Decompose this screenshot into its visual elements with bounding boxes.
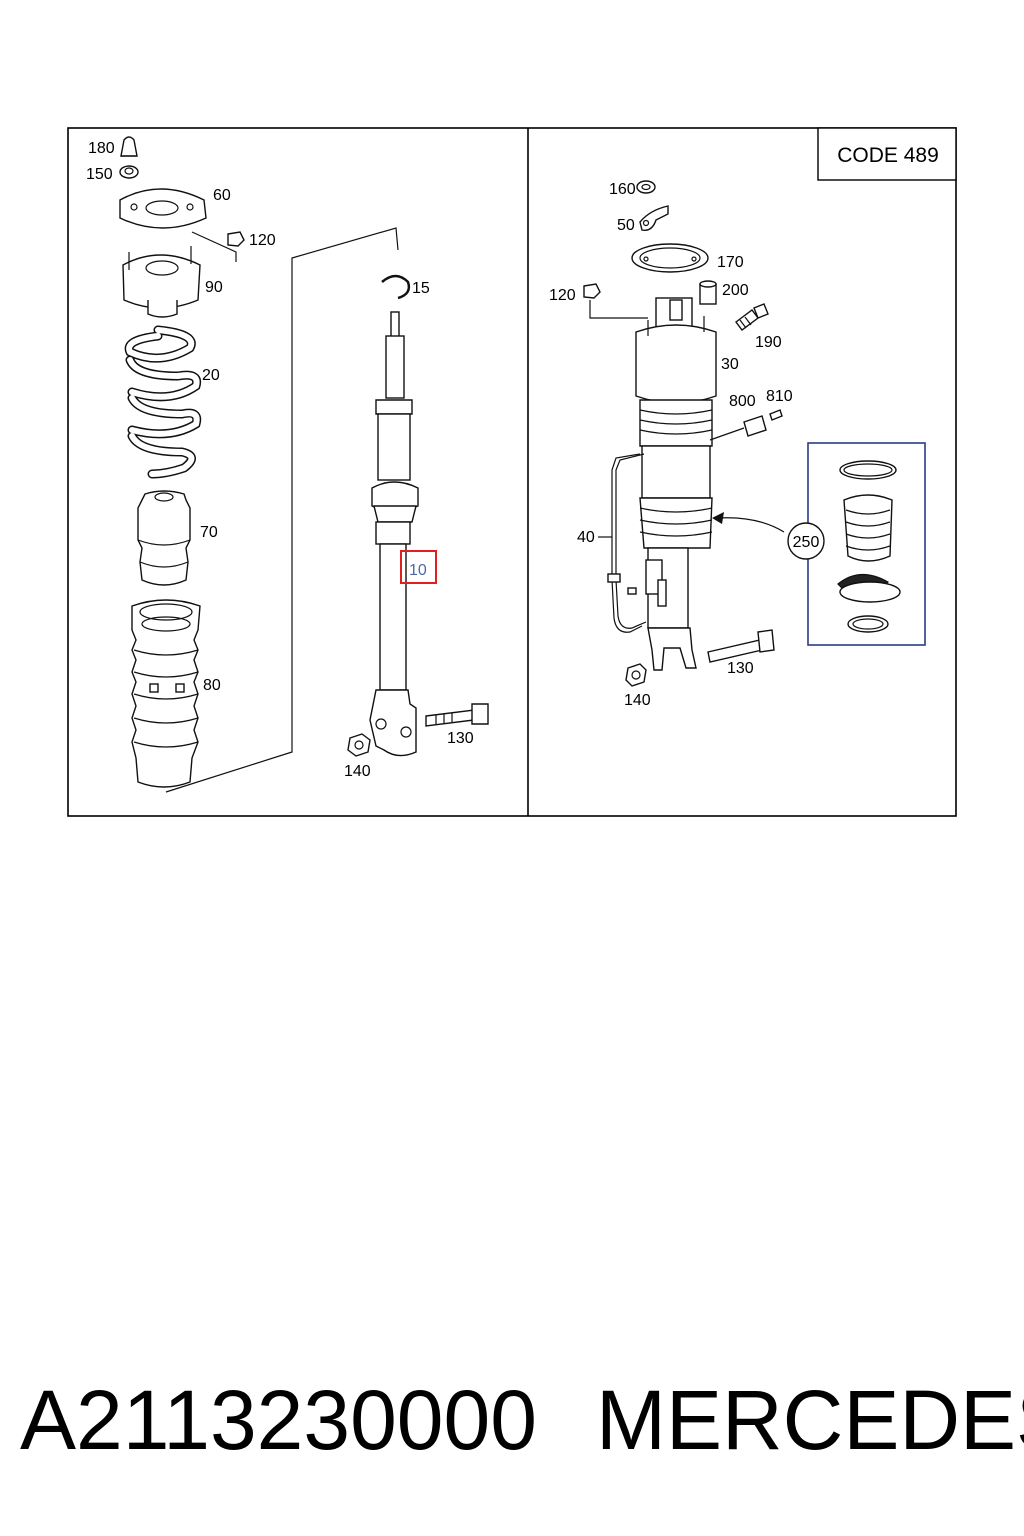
label-60: 60 [213, 187, 231, 204]
part-30-air-strut [635, 297, 717, 671]
label-170: 170 [717, 254, 744, 271]
part-50-bracket [639, 205, 669, 231]
callout-250 [787, 522, 825, 560]
part-190-valve [735, 303, 769, 331]
part-140-nut [347, 733, 371, 757]
brand-name: MERCEDES [596, 1373, 1024, 1467]
part-10-highlight [400, 550, 437, 584]
part-140-nut-right [625, 663, 647, 687]
label-810: 810 [766, 388, 793, 405]
leader-120-right [589, 300, 648, 319]
label-20: 20 [202, 367, 220, 384]
part-40-cable [607, 453, 647, 633]
part-10-shock-absorber [369, 311, 419, 757]
product-footer: A2113230000 MERCEDES [0, 1370, 1024, 1480]
part-90-strut-mount [122, 246, 201, 318]
part-810-seal [769, 409, 783, 421]
label-130: 130 [447, 730, 474, 747]
part-200-fitting [699, 280, 717, 305]
label-120: 120 [249, 232, 276, 249]
label-10: 10 [409, 562, 427, 579]
label-140-right: 140 [624, 692, 651, 709]
label-120-right: 120 [549, 287, 576, 304]
label-50: 50 [617, 217, 635, 234]
part-130-bolt [425, 703, 489, 727]
label-200: 200 [722, 282, 749, 299]
arrowhead-250 [712, 512, 724, 524]
arrow-250 [717, 517, 785, 533]
leader-group-bracket [165, 227, 399, 793]
part-130-bolt-right [707, 629, 775, 663]
part-800-connector [709, 415, 767, 441]
label-15: 15 [412, 280, 430, 297]
part-250-kit [837, 460, 901, 633]
part-80-dust-boot [131, 599, 201, 788]
code-box-label: CODE 489 [837, 144, 939, 167]
label-70: 70 [200, 524, 218, 541]
part-170-gasket [631, 243, 709, 273]
part-15-circlip [381, 274, 411, 300]
part-number: A2113230000 [20, 1373, 537, 1467]
label-250: 250 [793, 534, 820, 551]
part-160-washer [636, 180, 656, 194]
part-70-bump-stop [137, 490, 191, 586]
diagram-frame [67, 127, 957, 817]
leader-120 [191, 231, 237, 262]
label-80: 80 [203, 677, 221, 694]
code-box [817, 127, 957, 181]
label-190: 190 [755, 334, 782, 351]
label-800: 800 [729, 393, 756, 410]
label-90: 90 [205, 279, 223, 296]
part-60-mount-plate [119, 188, 207, 229]
label-30: 30 [721, 356, 739, 373]
label-130-right: 130 [727, 660, 754, 677]
part-180-cap [120, 136, 138, 157]
label-180: 180 [88, 140, 115, 157]
label-160: 160 [609, 181, 636, 198]
label-40: 40 [577, 529, 595, 546]
label-150: 150 [86, 166, 113, 183]
label-140: 140 [344, 763, 371, 780]
part-150-washer [119, 165, 139, 179]
parts-diagram: CODE 489 [67, 127, 957, 817]
part-120-nut-right [583, 283, 601, 299]
part-120-nut [227, 231, 245, 247]
